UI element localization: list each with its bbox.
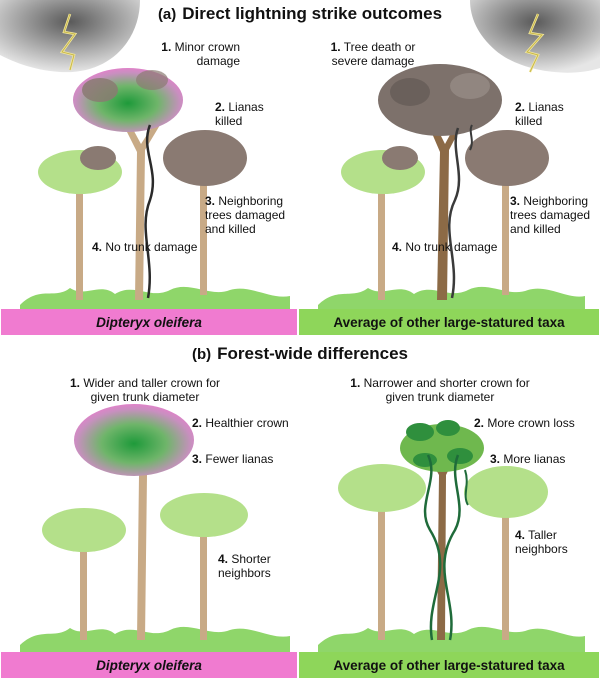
label-a-right-2: 2. Lianas killed bbox=[515, 100, 564, 128]
band-dipteryx-a: Dipteryx oleifera bbox=[1, 309, 297, 335]
label-b-left-4: 4. Shorter neighbors bbox=[218, 552, 271, 580]
label-b-right-3: 3. More lianas bbox=[490, 452, 566, 466]
storm-cloud-left bbox=[0, 0, 140, 73]
band-dipteryx-b: Dipteryx oleifera bbox=[1, 652, 297, 678]
label-b-right-2: 2. More crown loss bbox=[474, 416, 575, 430]
damaged-neighbor-tree bbox=[465, 130, 549, 295]
shorter-neighbor-tree bbox=[42, 508, 126, 640]
panel-b-letter: (b) bbox=[192, 346, 212, 363]
grass-ground bbox=[318, 286, 585, 310]
label-b-left-2: 2. Healthier crown bbox=[192, 416, 289, 430]
label-a-left-3: 3. Neighboring trees damaged and killed bbox=[205, 194, 286, 236]
taller-neighbor-tree bbox=[464, 466, 548, 640]
other-taxa-tree bbox=[400, 420, 484, 641]
taller-neighbor-tree bbox=[338, 464, 426, 640]
band-others-a: Average of other large-statured taxa bbox=[299, 309, 599, 335]
label-a-left-4: 4. No trunk damage bbox=[92, 240, 198, 254]
neighbor-tree bbox=[341, 146, 425, 300]
label-a-right-3: 3. Neighboring trees damaged and killed bbox=[510, 194, 591, 236]
panel-a-letter: (a) bbox=[157, 6, 177, 23]
other-taxa-tree-dead bbox=[378, 64, 502, 300]
lightning-bolt-icon bbox=[524, 13, 545, 73]
label-b-left-3: 3. Fewer lianas bbox=[192, 452, 274, 466]
label-a-right-4: 4. No trunk damage bbox=[392, 240, 498, 254]
panel-b-title: (b) Forest-wide differences bbox=[0, 344, 600, 364]
storm-cloud-right bbox=[470, 0, 600, 73]
label-a-right-1: 1. Tree death or severe damage bbox=[330, 40, 416, 68]
dipteryx-tree bbox=[73, 68, 183, 300]
band-others-b: Average of other large-statured taxa bbox=[299, 652, 599, 678]
shorter-neighbor-tree bbox=[160, 493, 248, 640]
panel-b-title-text: Forest-wide differences bbox=[217, 344, 408, 363]
label-b-left-1: 1. Wider and taller crown for given trun… bbox=[69, 376, 221, 404]
label-a-left-2: 2. Lianas killed bbox=[215, 100, 264, 128]
label-b-right-1: 1. Narrower and shorter crown for given … bbox=[350, 376, 530, 404]
panel-a-title-text: Direct lightning strike outcomes bbox=[182, 4, 443, 23]
label-a-left-1: 1. Minor crown damage bbox=[161, 40, 240, 68]
damaged-neighbor-tree bbox=[163, 130, 247, 295]
panel-a-title: (a) Direct lightning strike outcomes bbox=[0, 4, 600, 24]
neighbor-tree bbox=[38, 146, 122, 300]
lightning-bolt-icon bbox=[59, 13, 78, 71]
grass-ground bbox=[20, 626, 290, 652]
grass-ground bbox=[20, 286, 290, 310]
label-b-right-4: 4. Taller neighbors bbox=[515, 528, 568, 556]
dipteryx-tree bbox=[74, 404, 194, 640]
